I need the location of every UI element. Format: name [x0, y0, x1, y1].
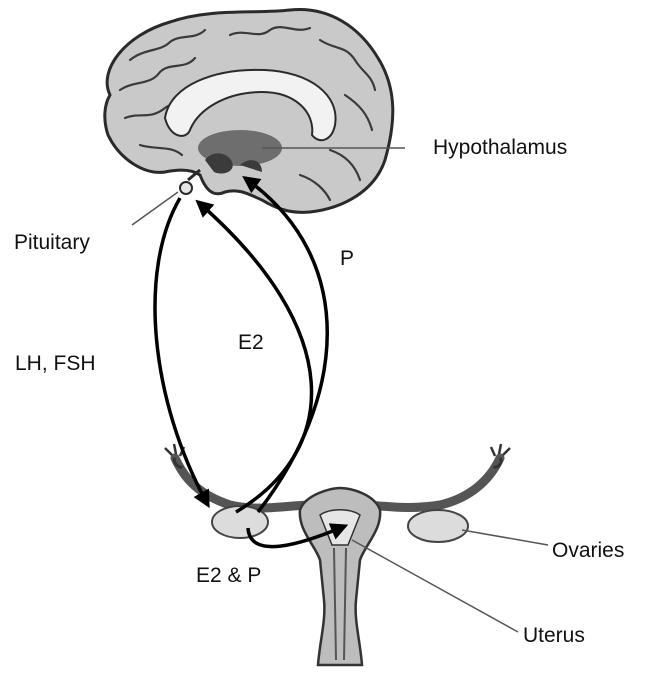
p-label: P	[340, 248, 354, 269]
ovaries-label: Ovaries	[552, 540, 624, 561]
e2-and-p-label: E2 & P	[196, 565, 261, 586]
lh-fsh-arrow	[155, 198, 208, 505]
ovaries-leader	[462, 530, 548, 545]
pituitary-label: Pituitary	[14, 232, 90, 253]
hypothalamus-label: Hypothalamus	[433, 137, 567, 158]
lh-fsh-label: LH, FSH	[15, 353, 96, 374]
uterus-label: Uterus	[523, 625, 585, 646]
e2-arrow	[198, 202, 312, 512]
reproductive-organs-icon	[165, 444, 510, 665]
right-ovary	[408, 510, 468, 542]
e2-label: E2	[238, 332, 264, 353]
pituitary-gland	[180, 182, 192, 194]
uterus-leader	[352, 540, 518, 632]
